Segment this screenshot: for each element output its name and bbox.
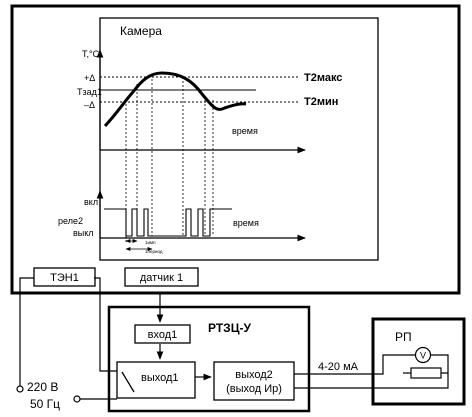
mains-terminal-2 bbox=[73, 395, 81, 403]
sensor-block: датчик 1 bbox=[124, 267, 199, 287]
impulse-label: 1имп bbox=[145, 240, 156, 245]
sensor-label: датчик 1 bbox=[140, 272, 183, 284]
voltmeter-icon bbox=[414, 346, 432, 364]
output1-label: выход1 bbox=[141, 372, 179, 384]
load-resistor-icon bbox=[410, 367, 442, 379]
relay-pulse-train bbox=[104, 208, 232, 237]
output1-block bbox=[116, 361, 196, 399]
relay-label: реле2 bbox=[58, 216, 83, 226]
tick-setpoint: Тзад1 bbox=[77, 87, 102, 97]
relay-contact-symbol bbox=[121, 371, 135, 393]
mains-terminal-1 bbox=[16, 385, 24, 393]
temperature-axis-label: T,°C bbox=[82, 49, 100, 59]
recorder-block: РП V bbox=[371, 317, 466, 406]
controller-title: РТЗЦ-У bbox=[208, 321, 251, 335]
temperature-curve bbox=[103, 71, 247, 128]
output2-block bbox=[213, 361, 295, 401]
output2-label: выход2 bbox=[235, 369, 273, 381]
relay-plot: вкл реле2 выкл время 1имп 1период bbox=[58, 190, 306, 254]
camera-title: Камера bbox=[120, 24, 162, 38]
relay-time-label: время bbox=[233, 218, 259, 228]
recorder-label: РП bbox=[395, 330, 412, 344]
heater-block: ТЭН1 bbox=[33, 267, 96, 287]
input1-label: вход1 bbox=[148, 329, 178, 341]
heater-label: ТЭН1 bbox=[50, 272, 79, 284]
voltmeter-symbol: V bbox=[420, 351, 426, 361]
temperature-time-label: время bbox=[232, 126, 258, 136]
tick-plus-delta: +Δ bbox=[84, 73, 95, 83]
relay-state-on: вкл bbox=[84, 197, 98, 207]
tick-minus-delta: –Δ bbox=[84, 100, 95, 110]
period-label: 1период bbox=[145, 249, 163, 254]
current-range-label: 4-20 мА bbox=[318, 361, 359, 373]
input1-block bbox=[134, 324, 191, 344]
label-t2-min: Т2мин bbox=[304, 96, 338, 108]
mains-voltage-label: 220 В bbox=[27, 380, 58, 394]
label-t2-max: Т2макс bbox=[304, 72, 342, 84]
camera-chamber: Камера bbox=[10, 4, 461, 295]
relay-state-off: выкл bbox=[73, 228, 94, 238]
temperature-plot: T,°C +Δ Тзад1 –Δ Т2макс Т2мин время bbox=[77, 49, 342, 154]
wiring bbox=[19, 277, 449, 400]
mains-frequency-label: 50 Гц bbox=[30, 397, 60, 411]
output2-sublabel: (выход Ир) bbox=[226, 383, 282, 395]
controller-block: РТЗЦ-У вход1 выход1 выход2 (выход Ир) bbox=[107, 305, 311, 413]
